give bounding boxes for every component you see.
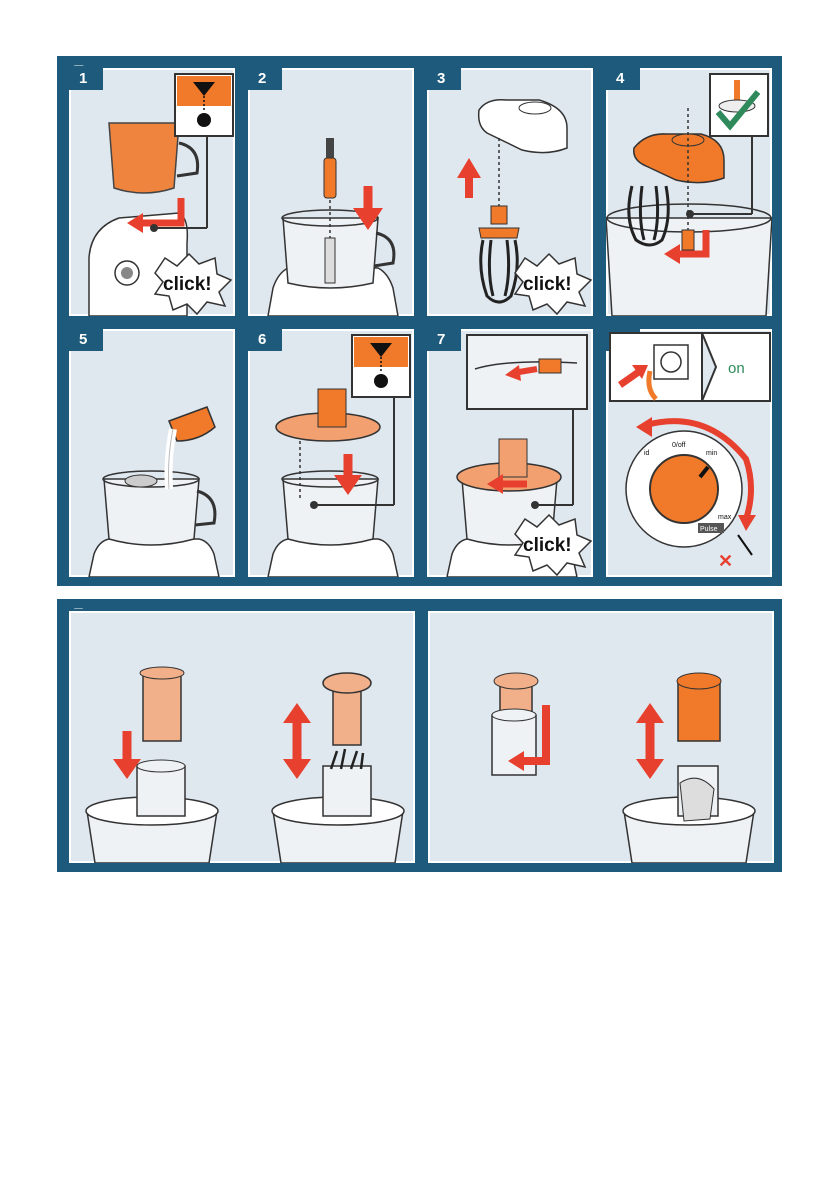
f-panel-left (67, 609, 417, 865)
dial-off-label: 0/off (672, 442, 686, 449)
f-right-illustration (491, 672, 756, 863)
dial-max-label: max (718, 514, 732, 521)
cross-icon: ✕ (718, 551, 733, 571)
click-label: click! (523, 274, 572, 295)
section-f: F (57, 599, 782, 872)
step-6-illustration (267, 334, 411, 577)
step-panel-1: 1 click! (67, 66, 237, 318)
step-number: 6 (248, 329, 282, 351)
step-number: 2 (248, 68, 282, 90)
step-7-illustration: click! (446, 334, 593, 577)
step-panel-8: 8 on id 0/off min max Pulse (604, 327, 774, 579)
step-panel-5: 5 (67, 327, 237, 579)
step-number: 3 (427, 68, 461, 90)
step-4-illustration (606, 73, 772, 316)
click-label: click! (523, 535, 572, 556)
step-5-illustration (88, 406, 220, 577)
step-number: 5 (69, 329, 103, 351)
step-number: 7 (427, 329, 461, 351)
step-panel-3: 3 click! (425, 66, 595, 318)
on-label: on (728, 360, 745, 377)
step-panel-6: 6 (246, 327, 416, 579)
step-number: 1 (69, 68, 103, 90)
step-3-illustration: click! (457, 98, 593, 316)
dial-min-label: min (706, 450, 717, 457)
step-8-illustration: on id 0/off min max Pulse ✕ (609, 332, 771, 571)
step-panel-2: 2 (246, 66, 416, 318)
f-left-illustration (85, 666, 405, 863)
step-number: 4 (606, 68, 640, 90)
step-1-illustration: click! (88, 73, 234, 316)
dial-pulse-label: Pulse (700, 526, 718, 533)
step-panel-7: 7 click! (425, 327, 595, 579)
step-2-illustration (267, 138, 399, 316)
section-e: E 1 click! 2 (57, 56, 782, 586)
step-panel-4: 4 (604, 66, 774, 318)
dial-left-label: id (644, 450, 650, 457)
f-panel-right (426, 609, 776, 865)
click-label: click! (163, 274, 212, 295)
